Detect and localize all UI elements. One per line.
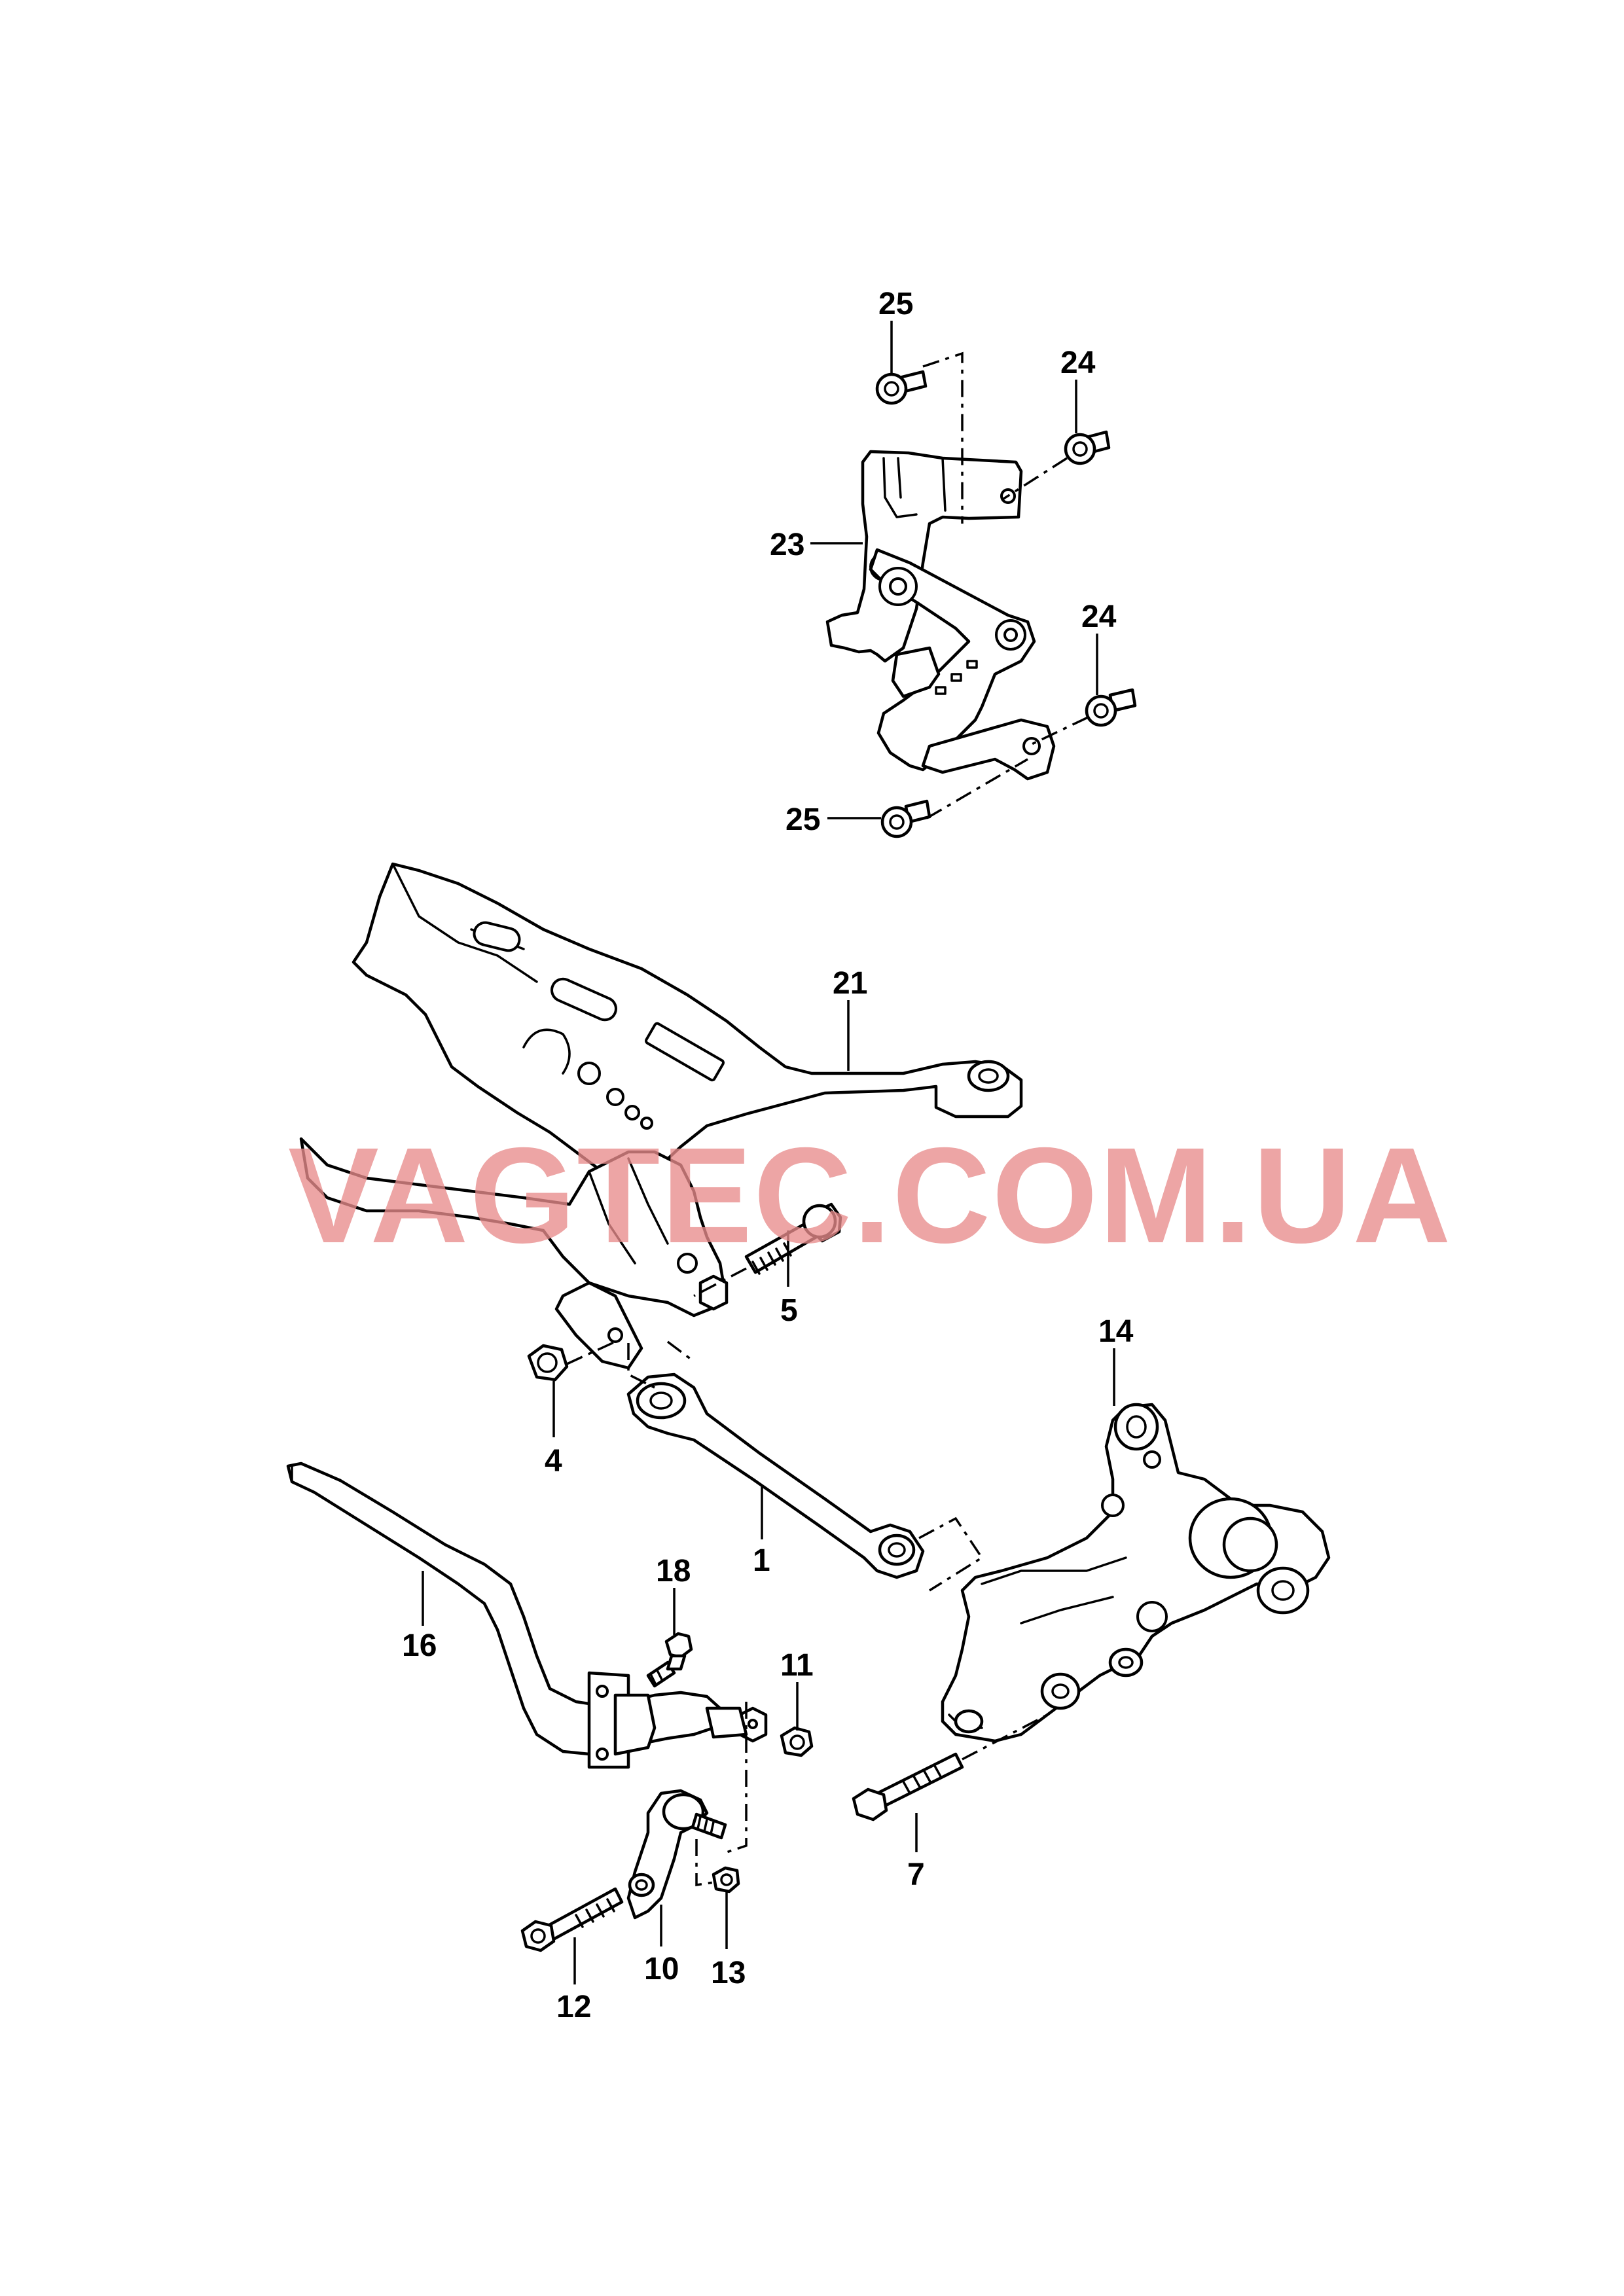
screw-25-lower: [880, 799, 931, 838]
screw-24-top: [1064, 430, 1111, 465]
callout-18: 18: [656, 1554, 691, 1588]
control-arm-1: [626, 1340, 984, 1592]
callout-4: 4: [545, 1444, 562, 1479]
callout-labels: 25 24 23 24 25 21 5 14 4 1 18 16 11 7 10…: [402, 287, 1134, 2024]
wheel-carrier-14: [941, 1403, 1331, 1743]
callout-1: 1: [753, 1543, 770, 1578]
bolt-18: [646, 1632, 693, 1688]
watermark-text: VAGTEC.COM.UA: [288, 1120, 1453, 1272]
callout-21: 21: [833, 966, 867, 1001]
subframe: [299, 862, 1023, 1370]
callout-25-lower: 25: [785, 802, 820, 837]
callout-23: 23: [770, 528, 804, 562]
nut-13: [695, 1839, 740, 1893]
nut-4: [527, 1340, 616, 1382]
level-sensor-bracket: [825, 351, 1137, 838]
coupling-rod-10: [626, 1702, 748, 1920]
callout-5: 5: [780, 1293, 798, 1328]
leader-lines: [422, 321, 1115, 1984]
bolt-12: [520, 1887, 624, 1952]
callout-14: 14: [1098, 1314, 1134, 1349]
callout-10: 10: [644, 1952, 679, 1986]
callout-16: 16: [402, 1628, 437, 1663]
callout-7: 7: [907, 1857, 925, 1892]
nut-11: [780, 1726, 814, 1757]
callout-12: 12: [556, 1990, 591, 2024]
screw-24-lower: [1085, 688, 1137, 727]
callout-13: 13: [711, 1956, 746, 1990]
callout-11: 11: [780, 1648, 814, 1683]
callout-24-lower: 24: [1081, 600, 1117, 634]
screw-25-top: [875, 370, 928, 405]
callout-25-top: 25: [878, 287, 913, 321]
stabilizer-bar-16: [286, 1462, 768, 1769]
bolt-7: [852, 1713, 1048, 1821]
callout-24-top: 24: [1060, 346, 1096, 380]
bolt-5: [693, 1202, 842, 1297]
